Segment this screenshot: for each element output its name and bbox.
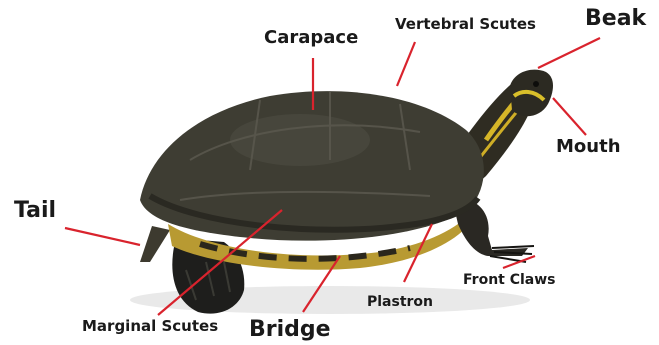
label-front-claws: Front Claws [463, 273, 556, 287]
tail [140, 226, 170, 262]
label-carapace: Carapace [264, 29, 358, 47]
label-marginal-scutes: Marginal Scutes [82, 319, 218, 334]
leader-line-front-claws [503, 256, 535, 268]
label-beak: Beak [585, 8, 646, 30]
leader-line-vertebral-scutes [397, 42, 415, 86]
label-tail: Tail [14, 200, 56, 222]
label-plastron: Plastron [367, 295, 433, 309]
label-vertebral-scutes: Vertebral Scutes [395, 17, 536, 32]
leader-line-tail [65, 228, 140, 245]
carapace-highlight [230, 114, 370, 166]
leader-line-mouth [553, 98, 586, 135]
leader-line-beak [538, 38, 600, 68]
label-bridge: Bridge [249, 319, 331, 341]
label-mouth: Mouth [556, 138, 621, 156]
eye [533, 81, 539, 87]
